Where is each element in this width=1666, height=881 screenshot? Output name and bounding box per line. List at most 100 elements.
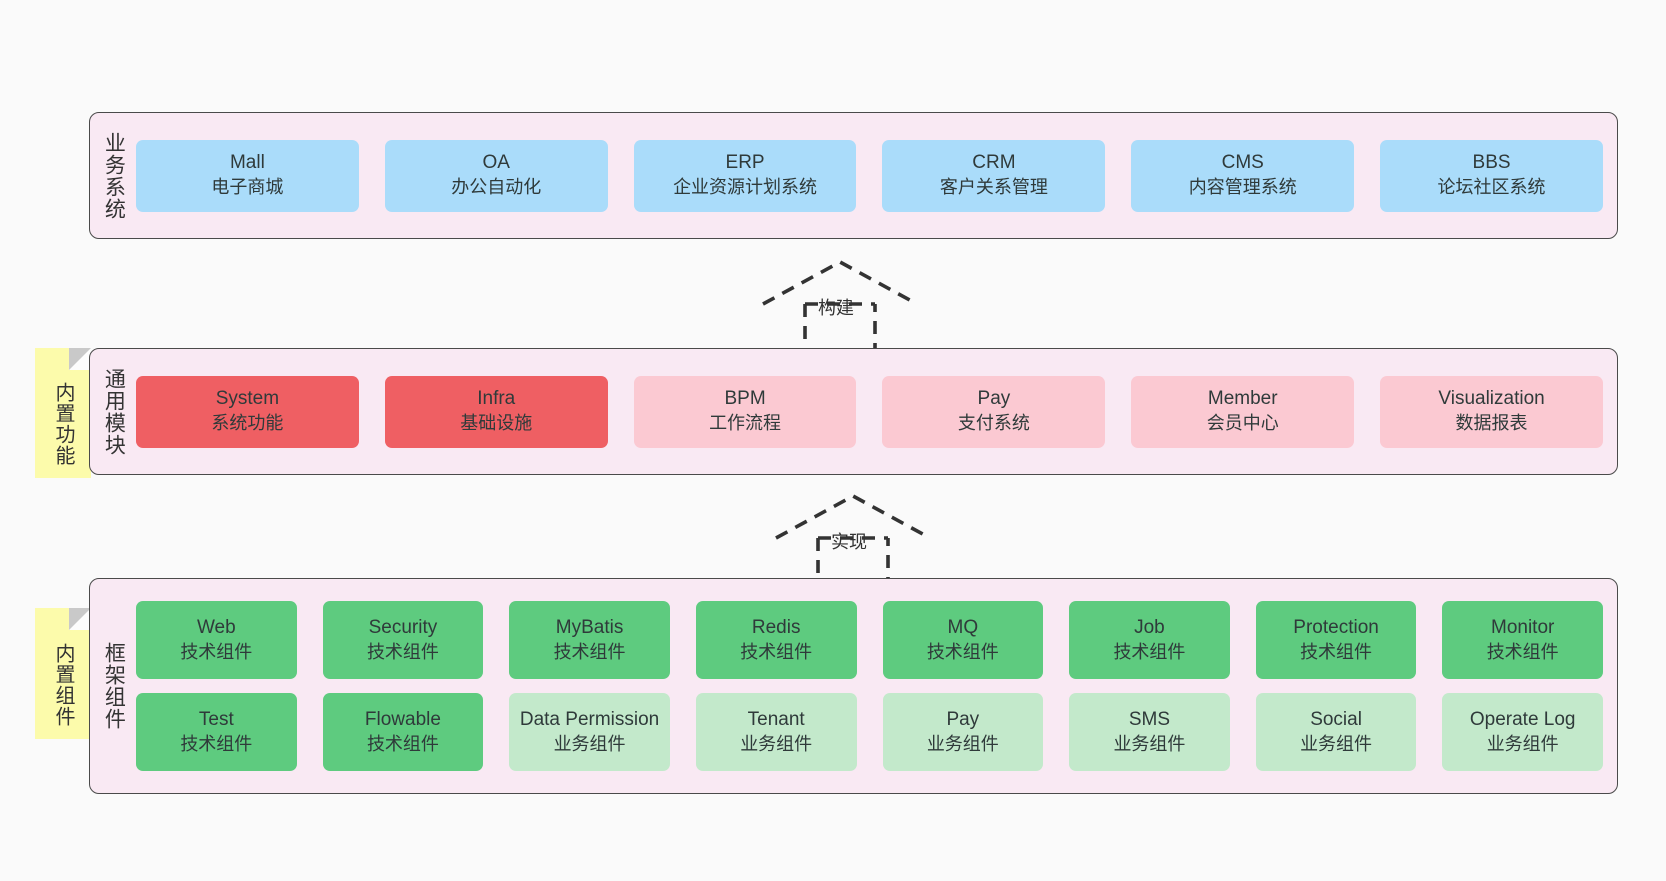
card-title-en: BBS	[1472, 152, 1511, 174]
layer-label-business-systems: 业务系统	[102, 131, 126, 220]
card-title-cn: 数据报表	[1455, 413, 1528, 434]
card-title-en: MyBatis	[555, 616, 624, 638]
card-row: Web 技术组件 Security 技术组件 MyBatis 技术组件 Redi…	[136, 601, 1603, 679]
card-title-en: SMS	[1128, 708, 1171, 730]
card-title-cn: 基础设施	[460, 413, 533, 434]
card-title-en: CRM	[972, 152, 1016, 174]
sticky-note-builtin-components: 内置组件	[35, 608, 91, 739]
card-pay-component[interactable]: Pay 业务组件	[882, 693, 1044, 771]
card-monitor[interactable]: Monitor 技术组件	[1442, 601, 1603, 679]
card-title-cn: 技术组件	[1486, 641, 1559, 662]
layer-common-modules: 通用模块 System 系统功能 Infra 基础设施 BPM 工作流程 Pay…	[89, 348, 1618, 475]
layer-framework-components: 框架组件 Web 技术组件 Security 技术组件 MyBatis 技术组件…	[89, 578, 1618, 794]
card-flowable[interactable]: Flowable 技术组件	[322, 693, 484, 771]
card-cms[interactable]: CMS 内容管理系统	[1131, 139, 1355, 212]
card-visualization[interactable]: Visualization 数据报表	[1380, 375, 1603, 448]
card-title-en: Pay	[977, 388, 1011, 410]
arrow-stem	[816, 538, 890, 586]
card-title-en: Flowable	[364, 708, 441, 730]
card-title-en: CMS	[1221, 152, 1264, 174]
card-title-en: MQ	[947, 616, 979, 638]
card-title-en: Pay	[946, 708, 980, 730]
card-title-en: Infra	[477, 388, 516, 410]
generalization-arrowhead	[762, 259, 918, 306]
card-title-cn: 电子商城	[211, 177, 284, 198]
card-title-cn: 工作流程	[709, 413, 782, 434]
card-title-cn: 技术组件	[180, 641, 253, 662]
card-erp[interactable]: ERP 企业资源计划系统	[633, 139, 857, 212]
connector-label-implement: 实现	[831, 532, 867, 552]
card-pay-module[interactable]: Pay 支付系统	[882, 375, 1106, 448]
card-title-en: BPM	[724, 388, 766, 410]
card-title-cn: 业务组件	[553, 733, 626, 754]
card-test[interactable]: Test 技术组件	[136, 693, 297, 771]
card-row: Mall 电子商城 OA 办公自动化 ERP 企业资源计划系统 CRM 客户关系…	[136, 139, 1603, 212]
card-title-cn: 会员中心	[1206, 413, 1279, 434]
card-title-en: Test	[198, 708, 234, 730]
layer-business-systems: 业务系统 Mall 电子商城 OA 办公自动化 ERP 企业资源计划系统 CRM…	[89, 112, 1618, 239]
card-title-en: Monitor	[1491, 616, 1555, 638]
card-title-cn: 业务组件	[1486, 733, 1559, 754]
card-title-cn: 业务组件	[740, 733, 813, 754]
layer-label-framework-components: 框架组件	[102, 642, 126, 730]
card-social[interactable]: Social 业务组件	[1255, 693, 1417, 771]
card-mall[interactable]: Mall 电子商城	[136, 139, 359, 212]
card-title-cn: 业务组件	[1113, 733, 1186, 754]
card-title-en: Operate Log	[1469, 708, 1576, 730]
card-mybatis[interactable]: MyBatis 技术组件	[509, 601, 670, 679]
card-title-cn: 技术组件	[366, 641, 439, 662]
card-title-cn: 技术组件	[1300, 641, 1373, 662]
card-title-en: Redis	[751, 616, 801, 638]
generalization-arrowhead	[775, 493, 931, 540]
connector-implement: 实现	[768, 492, 938, 592]
card-title-en: Social	[1310, 708, 1362, 730]
card-infra[interactable]: Infra 基础设施	[384, 375, 608, 448]
card-title-cn: 技术组件	[1113, 641, 1186, 662]
card-operate-log[interactable]: Operate Log 业务组件	[1442, 693, 1603, 771]
card-title-en: Job	[1134, 616, 1165, 638]
card-sms[interactable]: SMS 业务组件	[1069, 693, 1230, 771]
card-crm[interactable]: CRM 客户关系管理	[882, 139, 1106, 212]
layer-body-framework-components: Web 技术组件 Security 技术组件 MyBatis 技术组件 Redi…	[136, 579, 1617, 793]
connector-label-build: 构建	[818, 298, 854, 318]
card-data-permission[interactable]: Data Permission 业务组件	[509, 693, 670, 771]
card-row: Test 技术组件 Flowable 技术组件 Data Permission …	[136, 693, 1603, 771]
layer-body-common-modules: System 系统功能 Infra 基础设施 BPM 工作流程 Pay 支付系统…	[136, 349, 1617, 474]
card-title-en: Data Permission	[519, 708, 660, 730]
card-title-cn: 系统功能	[211, 413, 284, 434]
card-oa[interactable]: OA 办公自动化	[384, 139, 608, 212]
card-title-cn: 技术组件	[366, 733, 439, 754]
card-job[interactable]: Job 技术组件	[1069, 601, 1230, 679]
connector-build: 构建	[755, 258, 925, 358]
layer-label-common-modules: 通用模块	[102, 367, 126, 456]
card-title-cn: 技术组件	[553, 641, 626, 662]
card-title-cn: 论坛社区系统	[1437, 177, 1546, 198]
card-bbs[interactable]: BBS 论坛社区系统	[1380, 139, 1603, 212]
card-mq[interactable]: MQ 技术组件	[882, 601, 1044, 679]
card-tenant[interactable]: Tenant 业务组件	[695, 693, 857, 771]
card-title-cn: 内容管理系统	[1188, 177, 1297, 198]
card-title-en: Visualization	[1438, 388, 1545, 410]
card-title-cn: 业务组件	[1300, 733, 1373, 754]
card-title-en: System	[215, 388, 280, 410]
card-title-cn: 技术组件	[926, 641, 999, 662]
card-title-en: Protection	[1293, 616, 1379, 638]
card-member[interactable]: Member 会员中心	[1131, 375, 1355, 448]
card-title-cn: 办公自动化	[451, 177, 542, 198]
card-title-en: Mall	[229, 152, 265, 174]
card-title-en: ERP	[725, 152, 765, 174]
card-title-cn: 技术组件	[740, 641, 813, 662]
card-web[interactable]: Web 技术组件	[136, 601, 297, 679]
sticky-note-builtin-features: 内置功能	[35, 348, 91, 478]
card-bpm[interactable]: BPM 工作流程	[633, 375, 857, 448]
card-title-en: Web	[196, 616, 236, 638]
card-title-cn: 技术组件	[180, 733, 253, 754]
card-title-en: OA	[482, 152, 510, 174]
card-redis[interactable]: Redis 技术组件	[695, 601, 857, 679]
card-title-cn: 企业资源计划系统	[673, 177, 818, 198]
card-security[interactable]: Security 技术组件	[322, 601, 484, 679]
card-system[interactable]: System 系统功能	[136, 375, 359, 448]
arrow-stem	[803, 304, 877, 352]
card-protection[interactable]: Protection 技术组件	[1255, 601, 1417, 679]
